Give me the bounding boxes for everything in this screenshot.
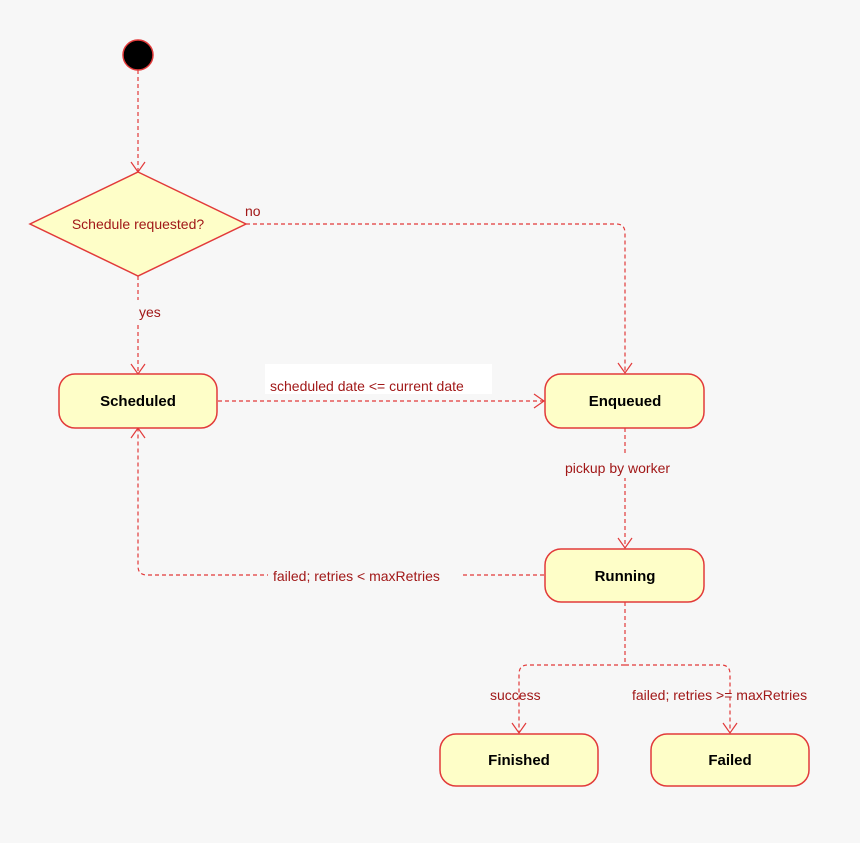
state-finished-label: Finished	[488, 752, 550, 769]
state-finished: Finished	[439, 733, 599, 787]
label-no: no	[245, 203, 261, 219]
arrowhead-finished-top	[511, 722, 527, 735]
state-failed: Failed	[650, 733, 810, 787]
start-node	[122, 39, 154, 71]
label-fail-final: failed; retries >= maxRetries	[632, 687, 807, 703]
state-running-label: Running	[595, 568, 656, 585]
state-enqueued: Enqueued	[544, 373, 705, 429]
state-running: Running	[544, 548, 705, 603]
state-failed-label: Failed	[708, 752, 751, 769]
arrowhead-enqueued-left	[533, 393, 546, 409]
label-scheduled-to-enqueued: scheduled date <= current date	[270, 378, 464, 394]
state-enqueued-box	[544, 373, 705, 429]
edge-retry	[137, 428, 544, 576]
label-pickup: pickup by worker	[565, 460, 670, 476]
label-success: success	[490, 687, 541, 703]
state-scheduled: Scheduled	[58, 373, 218, 429]
state-scheduled-label: Scheduled	[100, 393, 176, 410]
state-enqueued-label: Enqueued	[589, 393, 662, 410]
decision-diamond	[28, 171, 248, 277]
decision-node: Schedule requested?	[28, 171, 248, 277]
arrowhead-enqueued-top	[617, 362, 633, 375]
arrowhead-running-top	[617, 537, 633, 550]
state-failed-box	[650, 733, 810, 787]
label-bg-retry	[268, 566, 462, 586]
label-bg-pickup	[560, 456, 690, 478]
label-bg-scheduled-to-enqueued	[265, 364, 492, 394]
state-finished-box	[439, 733, 599, 787]
label-retry: failed; retries < maxRetries	[273, 568, 440, 584]
state-running-box	[544, 548, 705, 603]
edge-no	[246, 223, 626, 373]
decision-label: Schedule requested?	[72, 216, 205, 232]
edges	[130, 70, 738, 735]
label-yes: yes	[139, 304, 161, 320]
state-scheduled-box	[58, 373, 218, 429]
arrowhead-failed-top	[722, 722, 738, 735]
label-bg-yes	[137, 300, 167, 322]
edge-labels: no yes scheduled date <= current date pi…	[137, 203, 807, 703]
